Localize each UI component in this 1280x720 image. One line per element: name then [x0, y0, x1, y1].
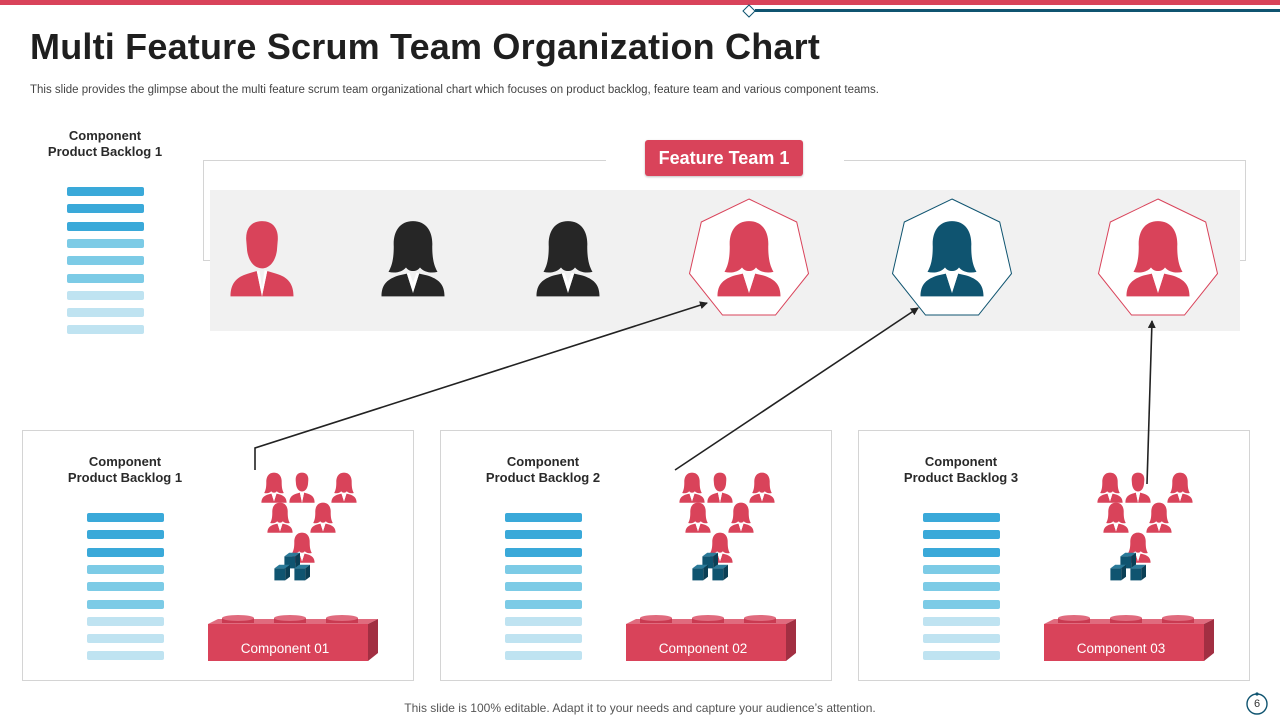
backlog-item [505, 634, 582, 644]
backlog-item [923, 564, 1000, 574]
backlog-item [67, 256, 144, 266]
component-label-1: Component 01 [240, 641, 330, 656]
backlog-item [505, 616, 582, 626]
backlog-item [67, 204, 144, 214]
backlog-item [87, 599, 164, 609]
backlog-title-line2: Product Backlog 3 [903, 470, 1019, 485]
top-accent-bar [0, 0, 1280, 5]
backlog-item [505, 513, 582, 522]
woman-icon [1097, 198, 1219, 316]
backlog-item [923, 634, 1000, 644]
backlog-item [505, 582, 582, 592]
backlog-item [923, 616, 1000, 626]
backlog-item [505, 651, 582, 661]
backlog-title-line1: Component [506, 454, 580, 469]
backlog-item [505, 564, 582, 574]
component-label-2: Component 02 [658, 641, 748, 656]
arrow-component-2-to-member-5 [674, 307, 919, 471]
feature-team-member-4[interactable] [687, 198, 811, 322]
backlog-item [923, 547, 1000, 557]
arrow-component-3-to-member-6 [1146, 320, 1156, 485]
component-block-icon [208, 615, 378, 661]
backlog-item [87, 651, 164, 661]
backlog-item [67, 187, 144, 196]
woman-icon [688, 198, 810, 316]
backlog-item [923, 651, 1000, 661]
backlog-title-line2: Product Backlog 1 [67, 470, 183, 485]
woman-icon [891, 198, 1013, 316]
feature-team-badge[interactable]: Feature Team 1 [645, 140, 803, 176]
arrow-component-1-to-member-4 [254, 301, 708, 470]
backlog-item [67, 238, 144, 248]
backlog-item [67, 325, 144, 335]
page-number: 6 [1245, 692, 1269, 716]
backlog-item [505, 599, 582, 609]
feature-team-member-5[interactable] [890, 198, 1014, 322]
backlog-item [67, 290, 144, 300]
backlog-item [87, 530, 164, 540]
page-subtitle: This slide provides the glimpse about th… [30, 84, 879, 96]
product-backlog-title: Component Product Backlog 1 [47, 128, 163, 159]
backlog-item [87, 582, 164, 592]
backlog-title-line1: Component [924, 454, 998, 469]
component-block-icon [1044, 615, 1214, 661]
component-label-3: Component 03 [1076, 641, 1166, 656]
backlog-item [505, 547, 582, 557]
backlog-item [87, 564, 164, 574]
backlog-item [67, 308, 144, 318]
backlog-item [67, 273, 144, 283]
backlog-item [923, 599, 1000, 609]
page-number-ring-icon [1246, 692, 1268, 715]
feature-team-member-6[interactable] [1096, 198, 1220, 322]
top-decoration [742, 4, 1280, 18]
backlog-item [67, 221, 144, 231]
backlog-title-line2: Product Backlog 2 [485, 470, 601, 485]
page-title: Multi Feature Scrum Team Organization Ch… [30, 26, 821, 67]
backlog-item [923, 513, 1000, 522]
backlog-item [505, 530, 582, 540]
backlog-title-line1: Component [88, 454, 162, 469]
backlog-item [87, 616, 164, 626]
backlog-item [923, 530, 1000, 540]
backlog-item [87, 513, 164, 522]
backlog-item [87, 547, 164, 557]
backlog-item [87, 634, 164, 644]
component-block-icon [626, 615, 796, 661]
backlog-item [923, 582, 1000, 592]
footer-note: This slide is 100% editable. Adapt it to… [404, 701, 876, 715]
